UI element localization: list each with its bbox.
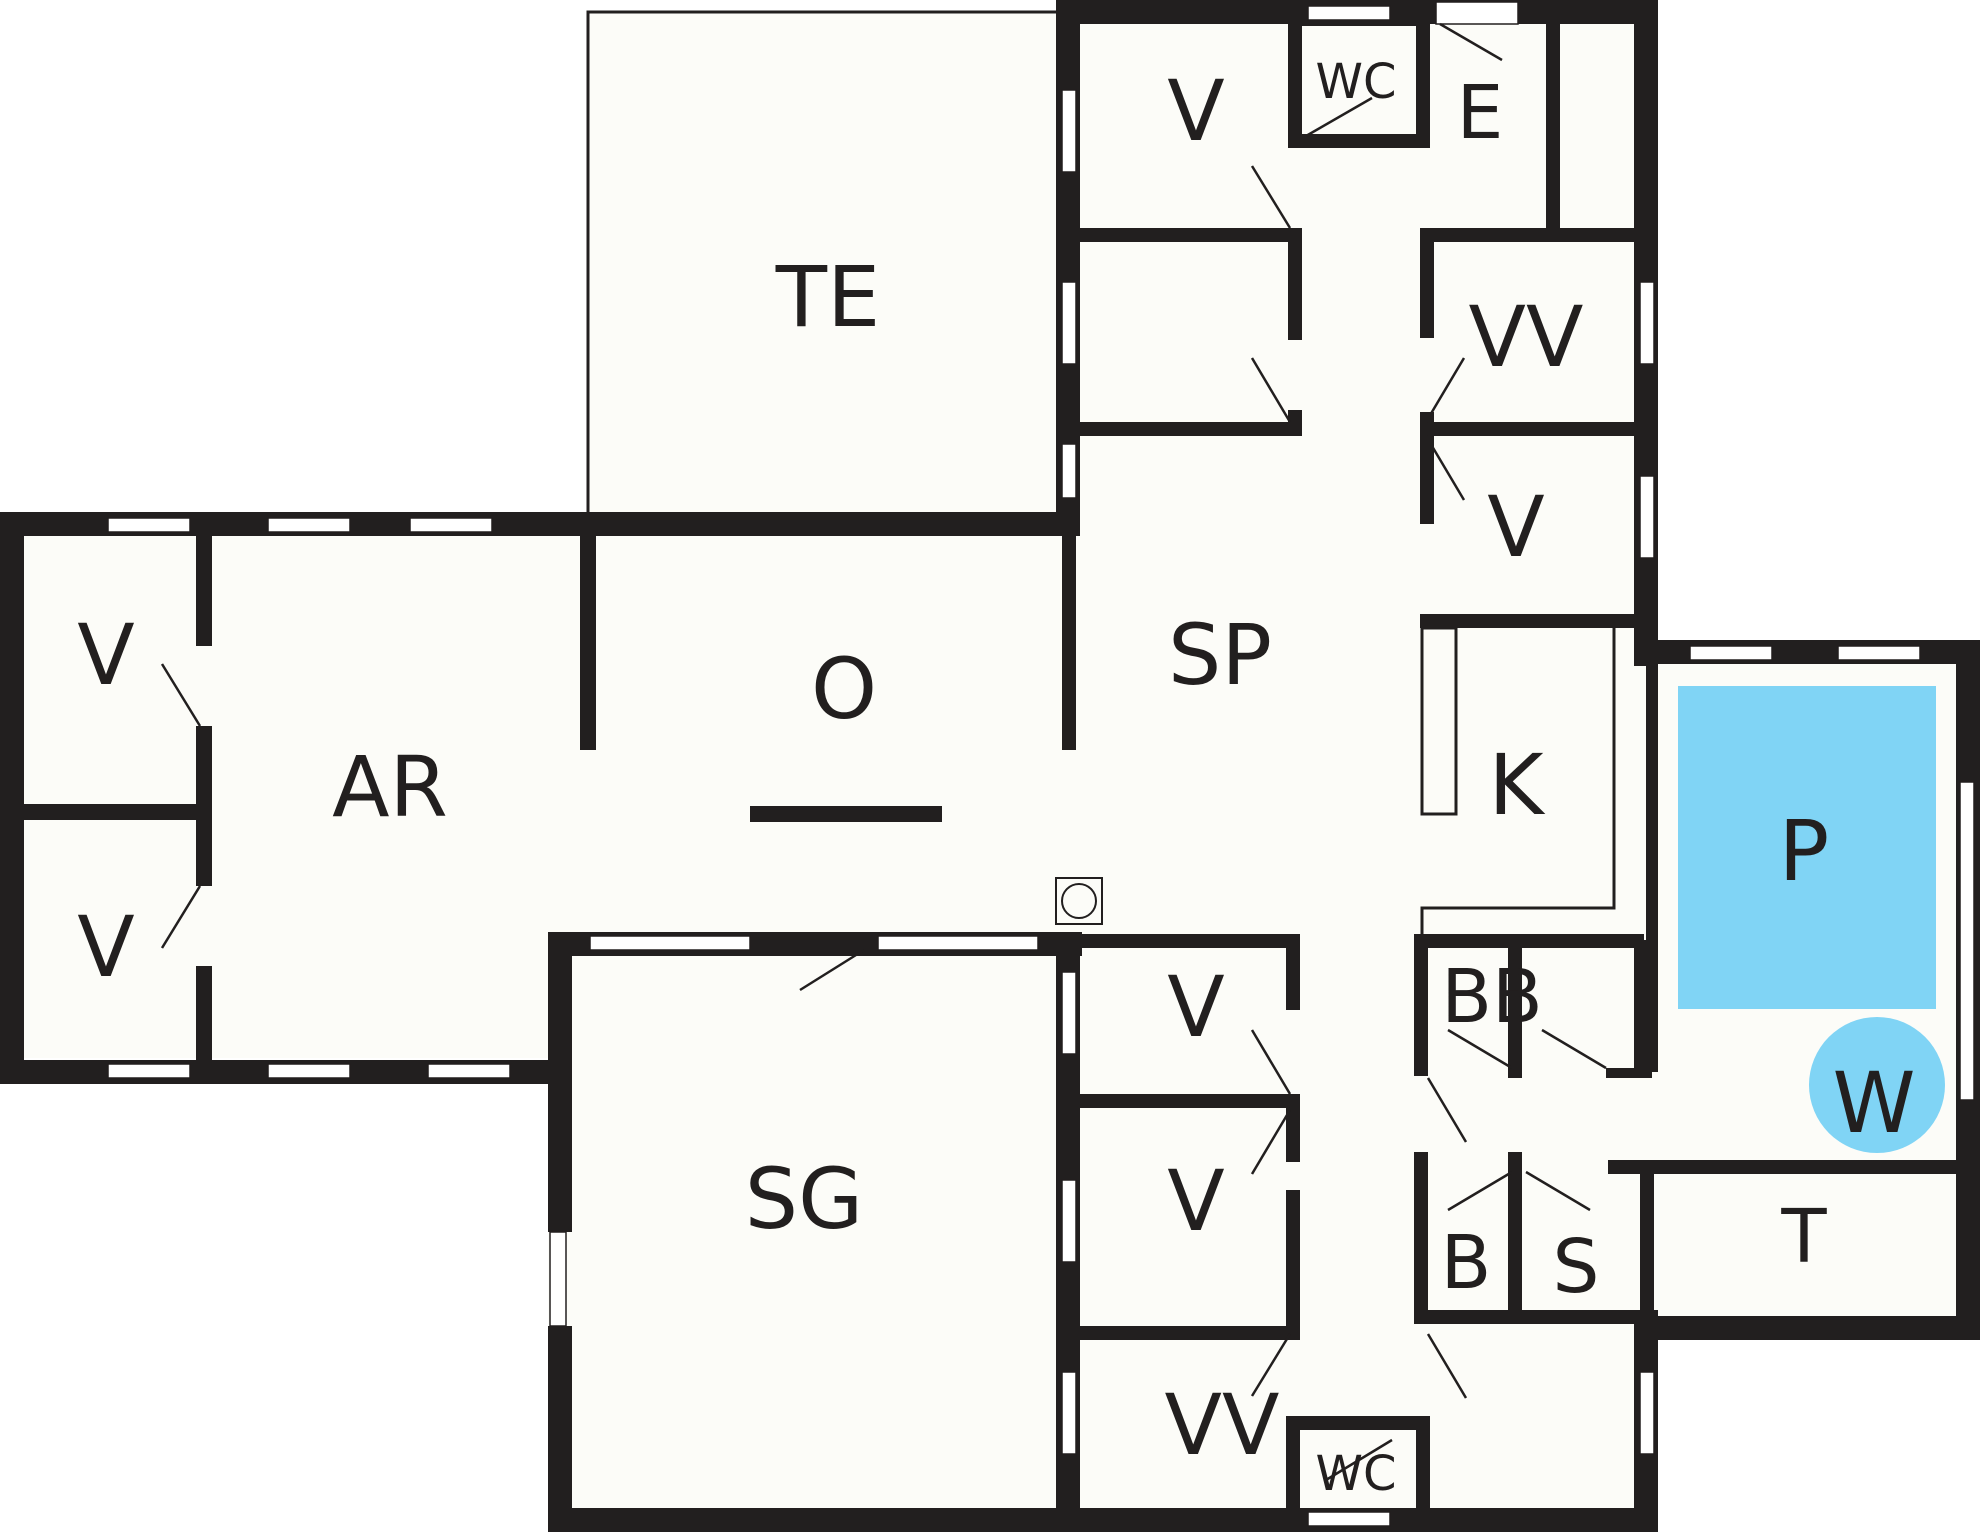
room-label-s: S bbox=[1553, 1224, 1600, 1310]
room-label-p: P bbox=[1779, 802, 1830, 900]
room-label-o: O bbox=[811, 640, 877, 738]
room-label-bb: BB bbox=[1441, 954, 1543, 1040]
room-label-wc-bottom: WC bbox=[1316, 1446, 1397, 1502]
floor-areas bbox=[12, 12, 1968, 1512]
stove-icon bbox=[1055, 877, 1103, 925]
room-label-v-mid-bottom: V bbox=[1167, 1152, 1224, 1250]
doors bbox=[160, 22, 1607, 1482]
room-labels: TE V WC E VV V SP O AR V V K P W BB B S … bbox=[77, 54, 1915, 1502]
room-label-v-mid-top: V bbox=[1167, 958, 1224, 1056]
room-label-w: W bbox=[1832, 1054, 1915, 1152]
room-label-wc-top: WC bbox=[1316, 54, 1397, 110]
pool bbox=[1678, 686, 1936, 1009]
room-label-te: TE bbox=[775, 248, 880, 346]
room-label-v-right: V bbox=[1487, 478, 1544, 576]
room-label-v-top: V bbox=[1167, 62, 1224, 160]
room-label-vv-top: VV bbox=[1469, 288, 1584, 386]
room-label-ar: AR bbox=[332, 738, 448, 836]
room-label-e: E bbox=[1457, 70, 1504, 156]
room-label-t: T bbox=[1780, 1194, 1827, 1280]
whirlpool bbox=[1809, 1017, 1945, 1153]
room-label-vv-bottom: VV bbox=[1165, 1376, 1280, 1474]
windows bbox=[107, 1, 1975, 1527]
room-label-v-left-top: V bbox=[77, 606, 134, 704]
room-label-k: K bbox=[1488, 736, 1545, 834]
room-label-b: B bbox=[1441, 1220, 1492, 1306]
room-label-sp: SP bbox=[1168, 606, 1272, 704]
room-label-sg: SG bbox=[745, 1150, 863, 1248]
room-label-v-left-bottom: V bbox=[77, 898, 134, 996]
